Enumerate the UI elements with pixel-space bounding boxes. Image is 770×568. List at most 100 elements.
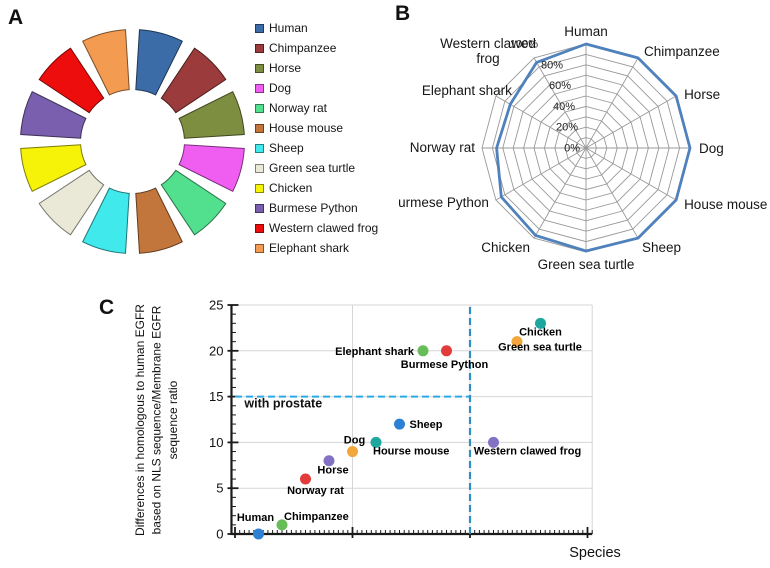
scatter-point bbox=[347, 446, 358, 458]
scatter-point-label: Hourse mouse bbox=[373, 445, 449, 457]
legend-item-label: Western clawed frog bbox=[269, 221, 379, 235]
legend-item: House mouse bbox=[255, 118, 378, 138]
legend-item-label: Burmese Python bbox=[269, 201, 358, 215]
scatter-point bbox=[323, 455, 335, 467]
legend-item-label: Green sea turtle bbox=[269, 161, 356, 175]
y-tick-label: 15 bbox=[209, 389, 223, 404]
legend-item-label: Human bbox=[269, 21, 308, 35]
legend-swatch-icon bbox=[255, 103, 264, 113]
radar-axis-label: Chicken bbox=[481, 240, 530, 255]
scatter-point bbox=[394, 418, 405, 430]
legend-item: Norway rat bbox=[255, 98, 378, 118]
radar-tick-label: 80% bbox=[541, 59, 563, 71]
radar-axis-label: Norway rat bbox=[410, 140, 476, 155]
radar-spoke bbox=[533, 147, 587, 239]
radar-tick-label: 60% bbox=[549, 80, 571, 92]
donut-segment bbox=[82, 29, 130, 96]
scatter-point bbox=[535, 317, 546, 329]
donut-segment bbox=[20, 91, 87, 139]
radar-axis-label: Green sea turtle bbox=[538, 257, 635, 272]
scatter-point-label: Burmese Python bbox=[401, 359, 489, 371]
radar-spoke bbox=[585, 57, 639, 149]
legend-swatch-icon bbox=[255, 243, 264, 253]
y-tick-label: 0 bbox=[216, 527, 223, 542]
radar-series-line bbox=[495, 42, 692, 253]
radar-axis-label: Elephant shark bbox=[422, 83, 512, 98]
scatter-point-label: Elephant shark bbox=[335, 346, 415, 358]
legend-item: Chicken bbox=[255, 178, 378, 198]
scatter-point bbox=[417, 345, 429, 357]
legend-item: Green sea turtle bbox=[255, 158, 378, 178]
y-axis-title: Differences in homologous to human EGFR bbox=[133, 304, 147, 536]
donut-chart bbox=[20, 29, 245, 254]
donut-segment bbox=[20, 144, 87, 192]
radar-axis-label: Human bbox=[564, 24, 608, 39]
scatter-point-label: Chicken bbox=[519, 326, 562, 338]
legend-item: Chimpanzee bbox=[255, 38, 378, 58]
legend-swatch-icon bbox=[255, 63, 264, 73]
donut-segment bbox=[38, 47, 105, 114]
scatter-point-label: Dog bbox=[344, 435, 365, 447]
legend-item-label: Elephant shark bbox=[269, 241, 350, 255]
radar-spoke bbox=[533, 57, 587, 149]
radar-axis-label: House mouse bbox=[684, 197, 767, 212]
scatter-point-label: Norway rat bbox=[287, 485, 344, 497]
radar-chart: 0%20%40%60%80%100%HumanChimpanzeeHorseDo… bbox=[398, 24, 767, 272]
legend-swatch-icon bbox=[255, 183, 264, 193]
scatter-point-label: Sheep bbox=[410, 419, 443, 431]
legend-item-label: Dog bbox=[269, 81, 292, 95]
donut-segment bbox=[160, 169, 227, 236]
y-axis-title: based on NLS sequence/Membrane EGFR bbox=[150, 305, 164, 534]
annotation-text: with prostate bbox=[243, 397, 322, 411]
legend-item: Human bbox=[255, 18, 378, 38]
x-axis-title: Species bbox=[569, 545, 621, 561]
radar-spoke bbox=[585, 147, 677, 201]
y-tick-label: 25 bbox=[209, 298, 223, 313]
legend-swatch-icon bbox=[255, 83, 264, 93]
radar-spoke bbox=[495, 147, 587, 201]
donut-segment bbox=[135, 29, 183, 96]
panel-c-label: C bbox=[99, 296, 115, 319]
scatter-point bbox=[253, 528, 264, 540]
radar-axis-label: Burmese Python bbox=[398, 195, 489, 210]
y-tick-label: 10 bbox=[209, 435, 223, 450]
legend-item: Horse bbox=[255, 58, 378, 78]
legend-swatch-icon bbox=[255, 43, 264, 53]
y-tick-label: 20 bbox=[209, 343, 223, 358]
legend-swatch-icon bbox=[255, 143, 264, 153]
radar-tick-label: 40% bbox=[553, 101, 575, 113]
legend-item-label: Sheep bbox=[269, 141, 304, 155]
radar-axis-label: Chimpanzee bbox=[644, 44, 720, 59]
donut-segment bbox=[160, 47, 227, 114]
legend-swatch-icon bbox=[255, 123, 264, 133]
scatter-point bbox=[370, 436, 382, 448]
scatter-point bbox=[441, 345, 452, 357]
donut-segment bbox=[38, 169, 105, 236]
scatter-point bbox=[300, 473, 311, 485]
radar-tick-label: 100% bbox=[510, 39, 538, 51]
legend-item-label: Chimpanzee bbox=[269, 41, 337, 55]
scatter-point bbox=[488, 436, 499, 448]
y-tick-label: 5 bbox=[216, 481, 223, 496]
legend-swatch-icon bbox=[255, 163, 264, 173]
legend-item: Elephant shark bbox=[255, 238, 378, 258]
radar-spoke bbox=[585, 147, 639, 239]
legend-swatch-icon bbox=[255, 203, 264, 213]
y-axis-title: sequence ratio bbox=[166, 380, 180, 459]
legend-item: Sheep bbox=[255, 138, 378, 158]
legend-item: Dog bbox=[255, 78, 378, 98]
scatter-point bbox=[511, 336, 523, 348]
legend-swatch-icon bbox=[255, 23, 264, 33]
donut-segment bbox=[178, 144, 245, 192]
panel-b-label: B bbox=[395, 2, 411, 25]
donut-segment bbox=[178, 91, 245, 139]
donut-segment bbox=[135, 187, 183, 254]
scatter-point-label: Green sea turtle bbox=[498, 342, 582, 354]
radar-tick-label: 20% bbox=[556, 122, 578, 134]
scatter-point-label: Horse bbox=[317, 465, 348, 477]
scatter-point bbox=[276, 519, 288, 531]
scatter-point-label: Western clawed frog bbox=[474, 445, 581, 457]
